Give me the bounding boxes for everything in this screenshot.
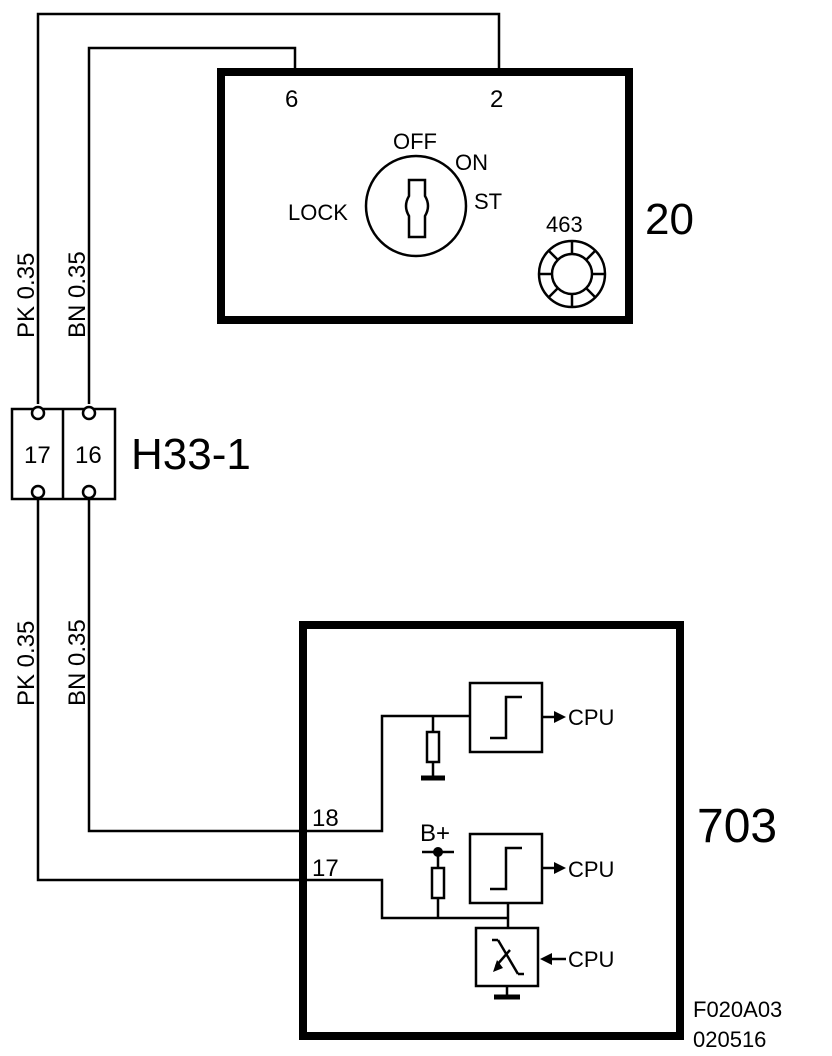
wire-label-bn-lower: BN 0.35 xyxy=(64,619,91,706)
resistor-upper xyxy=(425,730,441,764)
module-pin-17: 17 xyxy=(312,855,339,882)
cpu-label-upper: CPU xyxy=(568,705,614,730)
figure-code-line1: F020A03 xyxy=(693,997,782,1022)
wire-label-pk-lower: PK 0.35 xyxy=(13,621,40,706)
position-off: OFF xyxy=(393,129,437,154)
position-on: ON xyxy=(455,150,488,175)
ring-spokes xyxy=(539,241,605,307)
resistor-lower xyxy=(430,866,446,900)
connector-pin-17-bottom xyxy=(30,484,46,500)
cpu-arrow-lower-icon xyxy=(540,953,552,965)
module-box xyxy=(299,621,684,1040)
ignition-pin-2: 2 xyxy=(490,86,503,113)
cpu-label-middle: CPU xyxy=(568,857,614,882)
wire-bn-lower xyxy=(87,498,470,833)
position-st: ST xyxy=(474,189,502,214)
ring-label: 463 xyxy=(546,212,583,237)
cpu-label-lower: CPU xyxy=(568,947,614,972)
ignition-switch-box xyxy=(217,68,633,324)
wire-pk-upper xyxy=(36,12,501,404)
figure-code-line2: 020516 xyxy=(693,1027,766,1052)
module-id: 703 xyxy=(697,800,777,853)
cpu-arrow-middle-icon xyxy=(554,862,566,874)
wire-label-pk-upper: PK 0.35 xyxy=(13,253,40,338)
supply-label: B+ xyxy=(420,820,450,847)
wire-bn-upper xyxy=(87,46,297,404)
connector-pin-16-top xyxy=(81,405,97,421)
ignition-switch-id: 20 xyxy=(645,195,694,244)
comparator-upper-step-icon xyxy=(490,695,522,740)
connector-id: H33-1 xyxy=(131,430,251,479)
connector-pin-16-bottom xyxy=(81,484,97,500)
wire-pk-lower xyxy=(36,498,508,920)
wire-label-bn-upper: BN 0.35 xyxy=(64,251,91,338)
key-cylinder xyxy=(364,154,468,258)
module-pin-18: 18 xyxy=(312,805,339,832)
connector-pin-16-label: 16 xyxy=(75,442,102,469)
transistor-arrow-icon xyxy=(493,960,503,972)
connector-pin-17-label: 17 xyxy=(24,442,51,469)
connector-pin-17-top xyxy=(30,405,46,421)
cpu-arrow-upper-icon xyxy=(554,711,566,723)
ignition-pin-6: 6 xyxy=(285,86,298,113)
key-slot-icon xyxy=(404,178,430,239)
comparator-lower-step-icon xyxy=(490,846,522,891)
position-lock: LOCK xyxy=(288,200,348,225)
